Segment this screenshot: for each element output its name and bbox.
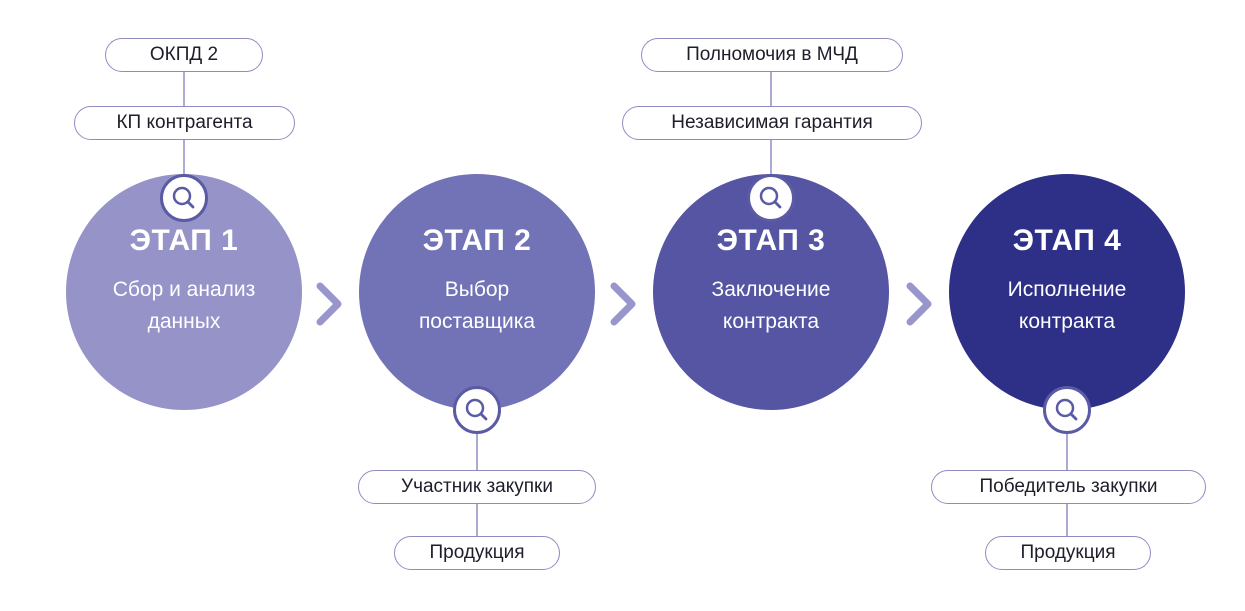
stage-1-description: Сбор и анализ данных <box>112 278 256 333</box>
tag-polnomochiya-mchd: Полномочия в МЧД <box>641 38 903 72</box>
search-icon[interactable] <box>747 174 795 222</box>
stage-2-description: Выбор поставщика <box>418 278 536 333</box>
chevron-right-icon <box>906 282 932 326</box>
stage-3-description: Заключение контракта <box>711 278 831 333</box>
tag-pobeditel-zakupki: Победитель закупки <box>931 470 1206 504</box>
tag-produktsiya: Продукция <box>985 536 1151 570</box>
tag-okpd2: ОКПД 2 <box>105 38 263 72</box>
search-icon[interactable] <box>1043 386 1091 434</box>
tag-nezavisimaya-garantiya: Независимая гарантия <box>622 106 922 140</box>
stage-2-title: ЭТАП 2 <box>422 224 532 257</box>
stage-4-circle: ЭТАП 4 Исполнение контракта <box>949 174 1185 410</box>
stage-3-title: ЭТАП 3 <box>716 224 826 257</box>
chevron-right-icon <box>610 282 636 326</box>
tag-produktsiya: Продукция <box>394 536 560 570</box>
search-icon[interactable] <box>453 386 501 434</box>
tag-kp-kontragenta: КП контрагента <box>74 106 295 140</box>
tag-uchastnik-zakupki: Участник закупки <box>358 470 596 504</box>
chevron-right-icon <box>316 282 342 326</box>
stage-4-description: Исполнение контракта <box>1007 278 1127 333</box>
stage-4-title: ЭТАП 4 <box>1012 224 1122 257</box>
search-icon[interactable] <box>160 174 208 222</box>
stage-1-title: ЭТАП 1 <box>129 224 239 257</box>
stage-2-circle: ЭТАП 2 Выбор поставщика <box>359 174 595 410</box>
